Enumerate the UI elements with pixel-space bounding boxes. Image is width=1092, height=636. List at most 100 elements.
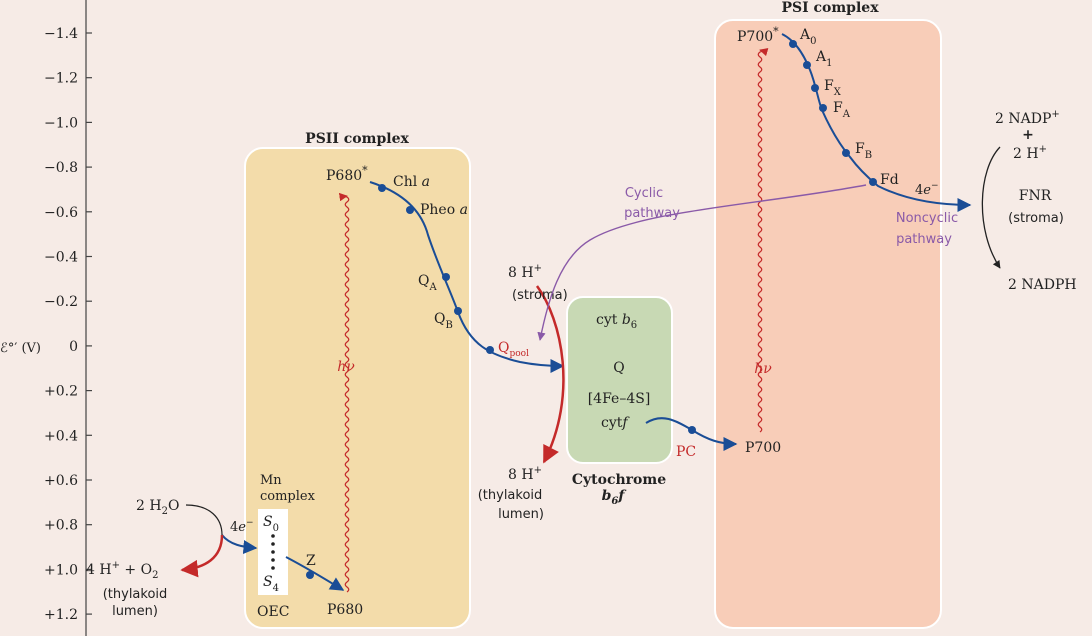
- mn-to-p680-path: [285, 556, 345, 591]
- water-electron-arrow: [221, 534, 258, 555]
- s0-label: S0: [263, 514, 279, 534]
- fa-label: FA: [833, 100, 851, 120]
- a1-label: A1: [815, 49, 833, 69]
- y-axis-tick-label: +0.2: [44, 384, 78, 400]
- y-axis-tick-label: −0.2: [44, 294, 78, 310]
- fd-electrons-label: 4e−: [915, 181, 939, 198]
- y-axis-tick-label: −1.2: [44, 71, 78, 87]
- y-axis-tick-label: +1.0: [44, 562, 78, 578]
- nadp-label: 2 NADP+: [995, 109, 1060, 127]
- fe-s-label: [4Fe–4S]: [588, 391, 651, 407]
- fnr-label-2: (stroma): [1008, 211, 1064, 226]
- water-products-label: 4 H+ + O2: [86, 560, 158, 581]
- qa-label: QA: [418, 273, 437, 293]
- s4-label: S4: [263, 574, 279, 594]
- pc-node: [688, 426, 696, 434]
- psi-title: PSI complex: [781, 0, 879, 16]
- y-axis-tick-label: +0.4: [44, 428, 78, 444]
- fnr-plus: +: [1022, 127, 1034, 143]
- z-node: [306, 571, 314, 579]
- psi-hv-label: hν: [754, 361, 772, 377]
- water-product-arrow: [180, 534, 224, 578]
- pheo-a-label: Pheo a: [420, 202, 468, 218]
- y-axis-tick-label: −1.4: [44, 26, 78, 42]
- fd-label: Fd: [880, 172, 899, 188]
- fx-node: [811, 84, 819, 92]
- a1-node: [803, 61, 811, 69]
- h2o-label: 2 H2O: [136, 498, 179, 517]
- noncyclic-label-1: Noncyclic: [896, 211, 958, 226]
- fb-label: FB: [855, 141, 872, 161]
- mn-complex-label-2: complex: [260, 489, 316, 504]
- p680-star-label: P680*: [326, 164, 368, 184]
- psii-title: PSII complex: [305, 131, 409, 147]
- qa-node: [442, 273, 450, 281]
- qb-node: [454, 307, 462, 315]
- y-axis-tick-label: −1.0: [44, 115, 78, 131]
- oec-label: OEC: [257, 604, 289, 620]
- psii-hv-label: hν: [337, 359, 355, 375]
- fnr-h-label: 2 H+: [1013, 144, 1047, 162]
- cyclic-label-1: Cyclic: [625, 186, 663, 201]
- fb-node: [842, 149, 850, 157]
- psi-light-wave: [757, 48, 769, 433]
- cyclic-pathway-arrow: [537, 184, 867, 341]
- y-axis-tick-label: −0.8: [44, 160, 78, 176]
- cyclic-label-2: pathway: [624, 206, 680, 221]
- psi-complex-box: [714, 19, 942, 629]
- stroma-label: (stroma): [512, 288, 568, 303]
- stroma-protons-label: 8 H+: [508, 263, 542, 281]
- cyt-b6-label: cyt b6: [596, 312, 637, 331]
- y-axis-tick-label: −0.6: [44, 205, 78, 221]
- y-axis-tick-label: +1.2: [44, 607, 78, 623]
- lumen-protons-label: 8 H+: [508, 465, 542, 483]
- fnr-label-1: FNR: [1019, 188, 1052, 204]
- mn-complex-label-1: Mn: [260, 473, 282, 488]
- y-axis-label: ℰ°′ (V): [0, 341, 41, 356]
- lumen-label-2: lumen): [498, 507, 544, 522]
- noncyclic-label-2: pathway: [896, 232, 952, 247]
- fnr-reaction-curve: [981, 146, 1001, 269]
- psii-light-wave: [338, 192, 350, 593]
- lumen-label-1: (thylakoid: [478, 488, 543, 503]
- cyt-q-label: Q: [613, 360, 624, 376]
- a0-label: A0: [799, 27, 817, 47]
- fa-node: [819, 104, 827, 112]
- s-state-dot: [271, 558, 275, 562]
- fx-label: FX: [824, 78, 842, 98]
- s-state-dot: [271, 566, 275, 570]
- z-label: Z: [306, 553, 316, 569]
- y-axis-tick-label: −0.4: [44, 250, 78, 266]
- qpool-label: Qpool: [498, 340, 529, 359]
- water-oxidation-curve: [185, 504, 223, 536]
- qb-label: QB: [434, 311, 453, 331]
- psii-complex-box: [244, 147, 471, 629]
- cyt-f-label: cytf: [601, 415, 630, 431]
- water-lumen-label-1: (thylakoid: [103, 587, 168, 602]
- y-axis-ticks: −1.4 −1.2 −1.0 −0.8 −0.6 −0.4 −0.2 0 +0.2 +0.4 +0.…: [44, 26, 92, 623]
- y-axis-tick-label: +0.6: [44, 473, 78, 489]
- chl-a-label: Chl a: [393, 174, 430, 190]
- a0-node: [789, 40, 797, 48]
- s-state-dot: [271, 534, 275, 538]
- fd-node: [869, 178, 877, 186]
- cytochrome-b6f-box: [566, 296, 673, 464]
- cytochrome-title-2: b6f: [602, 488, 628, 507]
- s-state-dot: [271, 550, 275, 554]
- y-axis-tick-label: 0: [69, 339, 78, 355]
- chl-a-node: [378, 184, 386, 192]
- pc-label: PC: [676, 444, 696, 460]
- cytochrome-title-1: Cytochrome: [572, 472, 666, 488]
- psi-electron-path: [781, 33, 972, 212]
- qpool-node: [486, 346, 494, 354]
- p680-label: P680: [327, 602, 363, 618]
- p700-label: P700: [745, 440, 781, 456]
- y-axis-tick-label: +0.8: [44, 518, 78, 534]
- nadph-label: 2 NADPH: [1008, 277, 1077, 293]
- s-state-dot: [271, 542, 275, 546]
- p700-star-label: P700*: [737, 25, 779, 45]
- proton-translocation-arrow: [535, 285, 565, 464]
- pheo-a-node: [406, 206, 414, 214]
